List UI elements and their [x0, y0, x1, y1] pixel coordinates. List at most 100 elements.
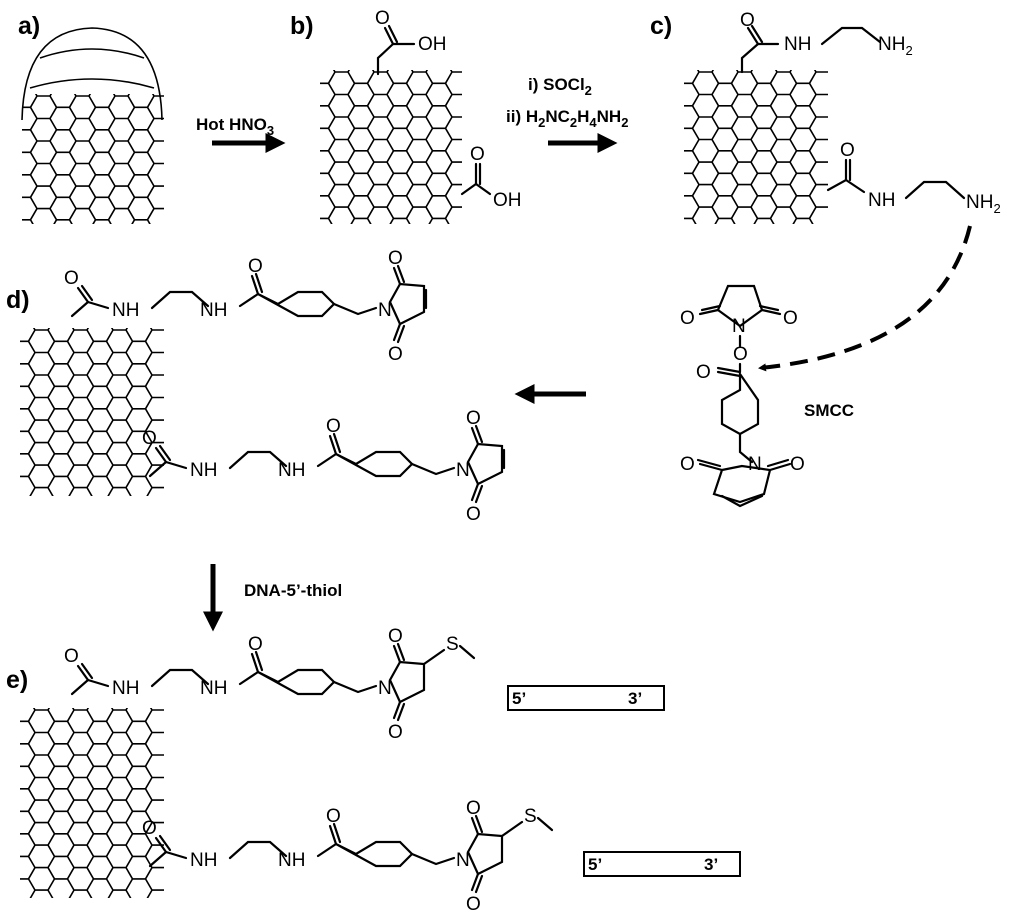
svg-text:O: O — [696, 362, 711, 383]
chemical-bond — [392, 700, 406, 722]
imide-nitrogen: N — [456, 460, 470, 481]
carbonyl-oxygen: O — [326, 806, 341, 827]
svg-text:3’: 3’ — [628, 689, 642, 708]
dna-strand-top: 5’ 3’ — [507, 685, 665, 711]
honeycomb-lattice — [22, 94, 164, 224]
svg-text:NH: NH — [784, 34, 811, 55]
carbonyl-oxygen: O — [142, 428, 157, 449]
chemical-bond — [466, 832, 504, 876]
chemical-bond — [392, 322, 406, 344]
carbonyl-oxygen: O — [64, 646, 79, 667]
chemical-bond — [86, 300, 110, 310]
chemical-bond — [388, 282, 426, 326]
panel-label-a: a) — [18, 12, 40, 40]
svg-text:5’: 5’ — [512, 689, 526, 708]
svg-text:NH2: NH2 — [966, 192, 1001, 216]
svg-text:3’: 3’ — [704, 855, 718, 874]
honeycomb-lattice — [20, 708, 164, 898]
carbonyl-oxygen: O — [388, 248, 403, 269]
reagent-ethylenediamine: ii) H2NC2H4NH2 — [506, 107, 628, 130]
nanotube-maleimide — [20, 328, 164, 496]
honeycomb-lattice — [320, 70, 462, 224]
chemical-bond — [410, 462, 456, 476]
smcc-label: SMCC — [804, 401, 854, 420]
chemical-bond — [148, 460, 168, 478]
svg-text:N: N — [748, 454, 762, 475]
chemical-bond — [238, 670, 260, 686]
chemical-bond — [76, 662, 94, 682]
nanotube-dna — [20, 708, 164, 898]
chemical-bond — [316, 452, 338, 468]
nanotube-amine — [684, 70, 828, 224]
svg-text:O: O — [783, 308, 798, 329]
svg-text:O: O — [740, 10, 755, 31]
chemical-bond — [70, 300, 90, 318]
chemical-bond — [392, 264, 406, 286]
carbonyl-oxygen: O — [64, 268, 79, 289]
arrow-a-to-b: Hot HNO3 — [196, 115, 286, 153]
panel-label-b: b) — [290, 12, 314, 40]
amide-nh: NH — [190, 460, 217, 481]
svg-text:O: O — [790, 454, 805, 475]
reagent-hot-hno3: Hot HNO3 — [196, 115, 274, 138]
svg-text:N: N — [732, 316, 746, 337]
chemical-bond — [164, 460, 188, 470]
svg-text:NH: NH — [868, 190, 895, 211]
reagent-dna-thiol: DNA-5’-thiol — [244, 581, 342, 600]
honeycomb-lattice — [20, 328, 164, 496]
amide-nh: NH — [278, 850, 305, 871]
svg-text:O: O — [470, 144, 485, 165]
chemical-bond — [76, 284, 94, 304]
chemical-bond — [250, 650, 264, 674]
carbonyl-oxygen: O — [388, 626, 403, 647]
amide-nh: NH — [112, 300, 139, 321]
chemical-bond — [536, 816, 554, 832]
smcc-structure: O O N O O N O O — [680, 284, 805, 508]
chemical-bond — [228, 840, 288, 860]
svg-text:O: O — [733, 344, 748, 365]
chemical-bond — [154, 444, 172, 464]
carbonyl-oxygen: O — [466, 798, 481, 819]
chemical-bond — [316, 842, 338, 858]
amide-nh: NH — [278, 460, 305, 481]
chemical-bond — [335, 450, 414, 478]
chemical-bond — [238, 292, 260, 308]
svg-text:O: O — [840, 140, 855, 161]
arrow-d-to-e: DNA-5’-thiol — [203, 564, 342, 632]
chemical-bond — [86, 678, 110, 688]
carbonyl-oxygen: O — [248, 256, 263, 277]
chemical-bond — [150, 668, 210, 688]
chemical-bond — [422, 648, 446, 666]
panel-label-c: c) — [650, 12, 672, 40]
chemical-bond — [328, 822, 342, 846]
svg-text:O: O — [375, 8, 390, 29]
dna-strand-bottom: 5’ 3’ — [583, 851, 741, 877]
reagent-socl2: i) SOCl2 — [528, 75, 592, 98]
imide-nitrogen: N — [378, 678, 392, 699]
amide-nh: NH — [200, 300, 227, 321]
carbonyl-oxygen: O — [142, 818, 157, 839]
carboxyl-top-b: O OH — [375, 8, 447, 76]
chemical-bond — [148, 850, 168, 868]
svg-text:OH: OH — [493, 190, 522, 211]
arrow-b-to-c: i) SOCl2 ii) H2NC2H4NH2 — [506, 75, 628, 153]
chemical-bond — [500, 820, 524, 838]
carbonyl-oxygen: O — [388, 344, 403, 365]
chemical-bond — [470, 814, 484, 836]
svg-text:O: O — [680, 308, 695, 329]
nanotube-oxidized — [320, 70, 462, 224]
chemical-bond — [228, 450, 288, 470]
amide-nh: NH — [190, 850, 217, 871]
chemical-bond — [154, 834, 172, 854]
svg-text:NH2: NH2 — [878, 34, 913, 58]
nanotube-capped — [21, 27, 164, 224]
chemical-bond — [466, 442, 504, 486]
chemical-bond — [470, 424, 484, 446]
imide-nitrogen: N — [378, 300, 392, 321]
chemical-bond — [332, 302, 378, 316]
amide-side-c: O NH NH2 — [826, 140, 1001, 216]
carbonyl-oxygen: O — [466, 894, 481, 915]
amide-nh: NH — [200, 678, 227, 699]
